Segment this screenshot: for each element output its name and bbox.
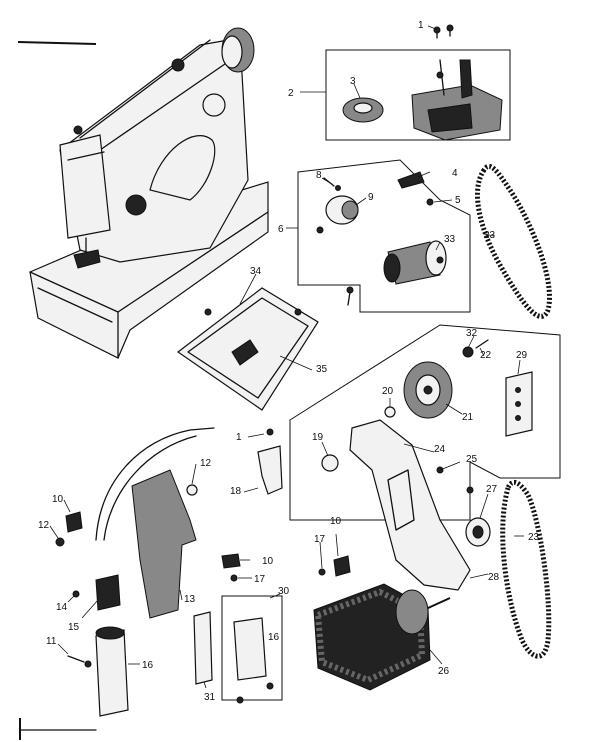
part-1-screws	[433, 24, 454, 39]
label-1-top: 1	[418, 20, 424, 31]
part-26-motor	[313, 583, 451, 691]
label-10-motor: 10	[330, 516, 342, 527]
label-23-top: 23	[484, 230, 496, 241]
label-17-center: 17	[254, 574, 266, 585]
label-31: 31	[204, 692, 216, 703]
motor-shaft-group	[286, 159, 471, 313]
label-6: 6	[278, 224, 284, 235]
label-19: 19	[312, 432, 324, 443]
motor-pulley-group	[289, 324, 561, 521]
sewing-machine	[29, 27, 269, 359]
label-16: 16	[142, 660, 154, 671]
label-16-switch: 16	[268, 632, 280, 643]
label-4: 4	[452, 168, 458, 179]
leader-lines	[49, 25, 524, 689]
label-33: 33	[444, 234, 456, 245]
part-4-clip	[397, 171, 425, 189]
label-30: 30	[278, 586, 290, 597]
label-35: 35	[316, 364, 328, 375]
label-8: 8	[316, 170, 322, 181]
label-12-right: 12	[200, 458, 212, 469]
label-12-left: 12	[38, 520, 50, 531]
label-22: 22	[480, 350, 492, 361]
cord-and-bracket	[55, 427, 215, 717]
label-24: 24	[434, 444, 446, 455]
label-14: 14	[56, 602, 68, 613]
part-24-motor-bracket	[349, 419, 471, 591]
switch-parts	[193, 428, 283, 704]
label-10-center: 10	[262, 556, 274, 567]
label-18: 18	[230, 486, 242, 497]
label-9: 9	[368, 192, 374, 203]
label-5: 5	[455, 195, 461, 206]
label-10-left: 10	[52, 494, 64, 505]
part-23-belt-top	[475, 163, 552, 319]
label-23-bottom: 23	[528, 532, 540, 543]
label-2: 2	[288, 88, 294, 99]
label-32: 32	[466, 328, 478, 339]
feed-assembly-group	[300, 49, 511, 141]
part-23-belt-bottom	[500, 479, 552, 659]
label-27: 27	[486, 484, 498, 495]
label-26: 26	[438, 666, 450, 677]
label-25: 25	[466, 454, 478, 465]
label-3: 3	[350, 76, 356, 87]
label-1-mid: 1	[236, 432, 242, 443]
label-28: 28	[488, 572, 500, 583]
label-20: 20	[382, 386, 394, 397]
label-11: 11	[46, 636, 57, 647]
label-21: 21	[462, 412, 474, 423]
label-15: 15	[68, 622, 80, 633]
part-labels: 1 2 3 4 5 6 8 9 23 33 34 35 32 22 29 20 …	[38, 20, 540, 703]
label-13: 13	[184, 594, 196, 605]
part-19-washer	[321, 454, 339, 472]
corner-rule	[17, 41, 97, 45]
cover-plate	[176, 287, 319, 411]
label-29: 29	[516, 350, 528, 361]
part-5-screw	[426, 198, 434, 206]
label-34: 34	[250, 266, 262, 277]
label-17-motor: 17	[314, 534, 326, 545]
